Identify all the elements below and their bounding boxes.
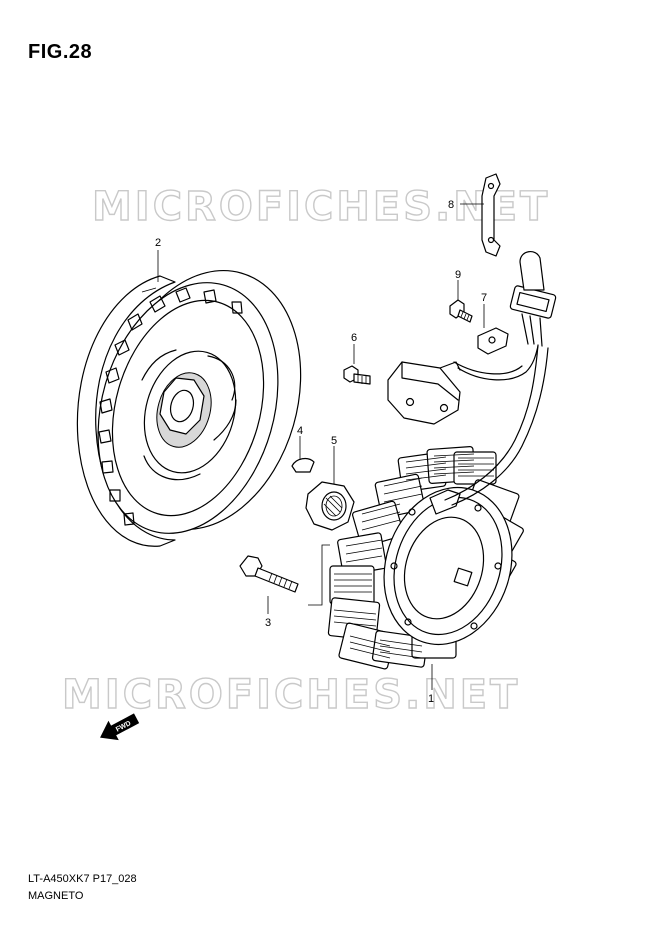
part-4-key <box>291 457 315 473</box>
rotor-magnet-blocks <box>98 287 243 526</box>
part-5-nut <box>305 481 355 531</box>
part-8-clamp <box>481 173 501 257</box>
rotor-assembly <box>76 270 302 547</box>
callout-2: 2 <box>155 237 161 249</box>
stator-assembly <box>327 446 524 670</box>
footer-section-name: MAGNETO <box>28 890 84 902</box>
callout-9: 9 <box>455 269 461 281</box>
callout-6: 6 <box>351 332 357 344</box>
figure-title: FIG.28 <box>28 41 93 63</box>
callout-8: 8 <box>448 199 454 211</box>
fwd-label: FWD <box>115 720 132 734</box>
callout-1: 1 <box>428 693 434 705</box>
wiring-harness <box>444 251 557 506</box>
callout-5: 5 <box>331 435 337 447</box>
stator-coil-windings <box>333 453 494 659</box>
watermark-top: MICROFICHES.NET <box>92 184 550 230</box>
footer-model-code: LT-A450XK7 P17_028 <box>28 873 137 885</box>
part-3-bolt <box>239 555 299 593</box>
part-6-screw <box>343 365 371 385</box>
callout-3: 3 <box>265 617 271 629</box>
pickup-coil <box>387 361 461 425</box>
leader-lines <box>157 203 485 690</box>
callout-7: 7 <box>481 292 487 304</box>
part-9-screw <box>449 299 473 323</box>
callout-4: 4 <box>297 425 303 437</box>
part-7-plate <box>477 327 509 355</box>
watermark-bottom: MICROFICHES.NET <box>62 672 520 718</box>
